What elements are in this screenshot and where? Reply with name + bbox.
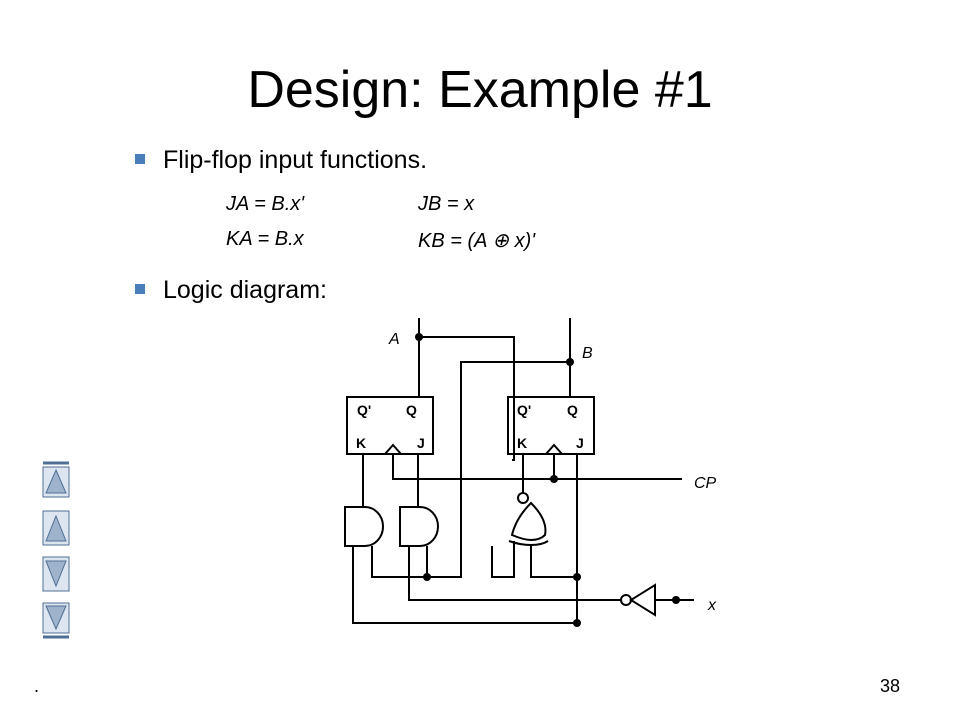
wire-xnor-in1 — [491, 541, 515, 578]
bullet-square-icon — [135, 154, 145, 164]
wire-and1-in2 — [371, 546, 427, 578]
first-slide-button[interactable] — [40, 460, 72, 500]
function-ka: KA = B.x — [226, 228, 304, 250]
bullet-square-icon — [135, 284, 145, 294]
function-jb: JB = x — [418, 193, 475, 215]
last-slide-button[interactable] — [40, 600, 72, 640]
junction-dot — [415, 333, 423, 341]
slide-title: Design: Example #1 — [247, 61, 713, 119]
and-gate-2 — [399, 506, 439, 547]
ffa-j-label: J — [417, 435, 425, 451]
label-b: B — [582, 345, 593, 362]
previous-slide-icon — [42, 510, 70, 546]
flip-flop-a — [346, 396, 434, 455]
label-x: x — [707, 597, 717, 614]
xnor-gate — [510, 501, 547, 542]
ffa-q-label: Q — [406, 402, 417, 418]
junction-dot — [566, 358, 574, 366]
flip-flop-b — [507, 396, 595, 455]
function-kb: KB = (A ⊕ x)' — [418, 230, 536, 252]
page-number: 38 — [880, 676, 901, 696]
junction-dot — [573, 573, 581, 581]
wire-and1-in1 — [352, 546, 577, 624]
junction-dot — [573, 619, 581, 627]
and-gate-1 — [344, 506, 384, 547]
bullet-text: Flip-flop input functions. — [163, 146, 428, 174]
wire-cp — [392, 454, 682, 480]
ffa-qbar-label: Q' — [357, 402, 371, 418]
wire-a-to-xnor — [419, 336, 515, 461]
function-ja: JA = B.x' — [226, 193, 305, 215]
junction-dot — [423, 573, 431, 581]
ffb-j-label: J — [576, 435, 584, 451]
wire-xnor-in2 — [530, 545, 577, 578]
next-slide-icon — [42, 556, 70, 592]
inverter-bubble — [620, 594, 632, 606]
bullet-text: Logic diagram: — [163, 276, 327, 304]
wire-b-to-and — [427, 361, 570, 578]
first-slide-icon — [42, 461, 70, 498]
bullet-logic-diagram: Logic diagram: — [135, 276, 327, 305]
inverter — [629, 583, 656, 617]
bullet-input-functions: Flip-flop input functions. — [135, 146, 427, 175]
footer-dot: . — [34, 676, 40, 696]
label-a: A — [388, 331, 400, 348]
xnor-bubble — [517, 492, 529, 504]
ffb-q-label: Q — [567, 402, 578, 418]
ffa-k-label: K — [356, 435, 366, 451]
ffb-qbar-label: Q' — [517, 402, 531, 418]
wire-and2-in1 — [408, 546, 621, 601]
clock-marker-b — [545, 443, 563, 455]
junction-dot — [672, 596, 680, 604]
previous-slide-button[interactable] — [40, 508, 72, 548]
last-slide-icon — [42, 602, 70, 639]
junction-dot — [550, 475, 558, 483]
ffb-k-label: K — [517, 435, 527, 451]
clock-marker-a — [384, 443, 402, 455]
label-cp: CP — [694, 475, 717, 492]
next-slide-button[interactable] — [40, 554, 72, 594]
